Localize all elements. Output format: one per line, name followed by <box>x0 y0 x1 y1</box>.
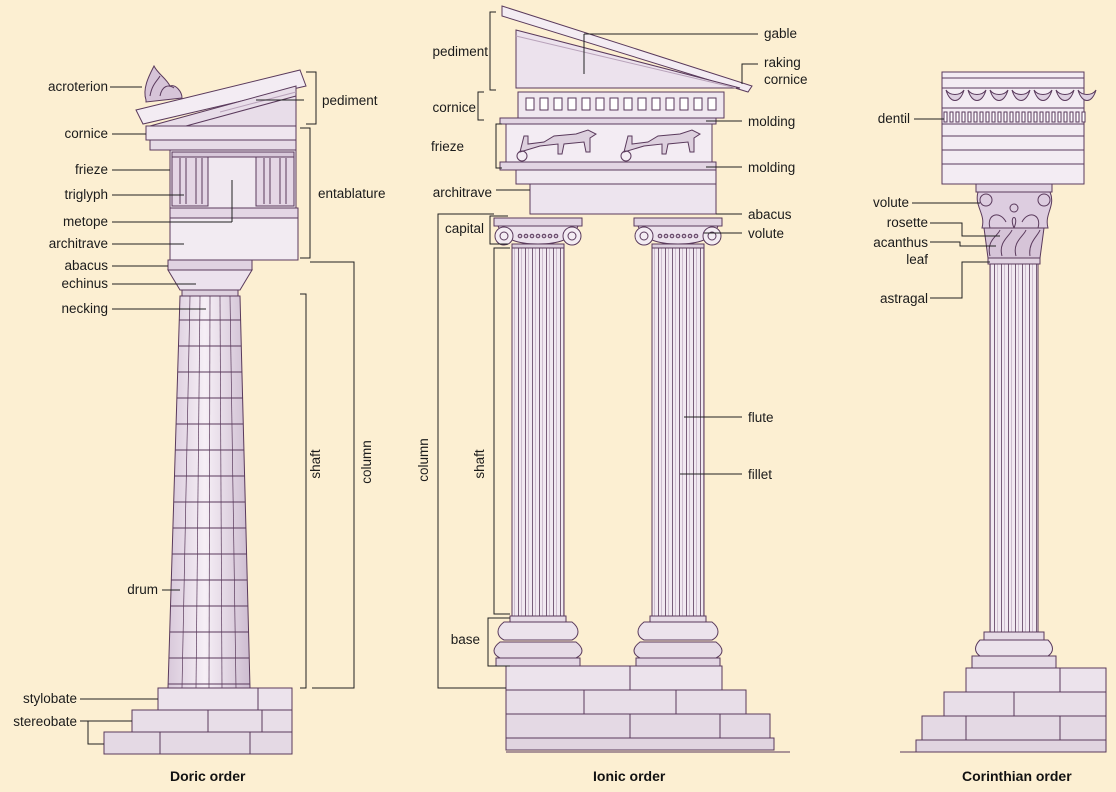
label-molding-bottom: molding <box>748 160 796 175</box>
label-astragal: astragal <box>879 291 928 306</box>
corinthian-order-drawing <box>900 71 1107 753</box>
ionic-order-drawing <box>493 5 790 753</box>
label-triglyph: triglyph <box>64 187 108 202</box>
label-acroterion: acroterion <box>47 79 108 94</box>
label-shaft: shaft <box>308 449 323 479</box>
label-ionic-column: column <box>416 438 431 482</box>
label-base: base <box>450 632 480 647</box>
label-molding-top: molding <box>748 114 796 129</box>
caption-doric-order: Doric order <box>170 768 246 784</box>
label-raking-cornice-line1: raking <box>764 55 801 70</box>
label-acanthus-line2: leaf <box>906 252 928 267</box>
leader-lines <box>80 11 1000 745</box>
caption-corinthian-order: Corinthian order <box>962 768 1072 784</box>
label-raking-cornice-line2: cornice <box>764 72 808 87</box>
label-fillet: fillet <box>748 467 773 482</box>
label-dentil: dentil <box>877 111 910 126</box>
label-metope: metope <box>62 214 108 229</box>
label-column: column <box>359 440 374 484</box>
label-acanthus-line1: acanthus <box>873 235 928 250</box>
label-rosette: rosette <box>886 215 928 230</box>
label-ionic-architrave: architrave <box>432 185 492 200</box>
label-stereobate: stereobate <box>13 714 77 729</box>
label-cornice: cornice <box>64 126 108 141</box>
label-capital: capital <box>444 221 484 236</box>
label-necking: necking <box>61 301 108 316</box>
doric-order-drawing <box>103 64 307 755</box>
label-corinthian-volute: volute <box>872 195 909 210</box>
label-ionic-volute: volute <box>748 226 785 241</box>
label-ionic-cornice: cornice <box>432 100 476 115</box>
caption-ionic-order: Ionic order <box>593 768 666 784</box>
label-architrave: architrave <box>48 236 108 251</box>
label-frieze: frieze <box>74 162 108 177</box>
label-ionic-pediment: pediment <box>432 44 488 59</box>
label-gable: gable <box>764 26 798 41</box>
label-ionic-frieze: frieze <box>430 139 464 154</box>
label-abacus: abacus <box>64 258 108 273</box>
label-echinus: echinus <box>61 276 108 291</box>
label-flute: flute <box>748 410 774 425</box>
label-drum: drum <box>127 582 158 597</box>
label-ionic-shaft: shaft <box>472 449 487 479</box>
label-pediment: pediment <box>322 93 378 108</box>
label-entablature: entablature <box>318 186 386 201</box>
label-ionic-abacus: abacus <box>748 207 792 222</box>
chariot-relief <box>516 129 701 162</box>
label-stylobate: stylobate <box>22 691 77 706</box>
